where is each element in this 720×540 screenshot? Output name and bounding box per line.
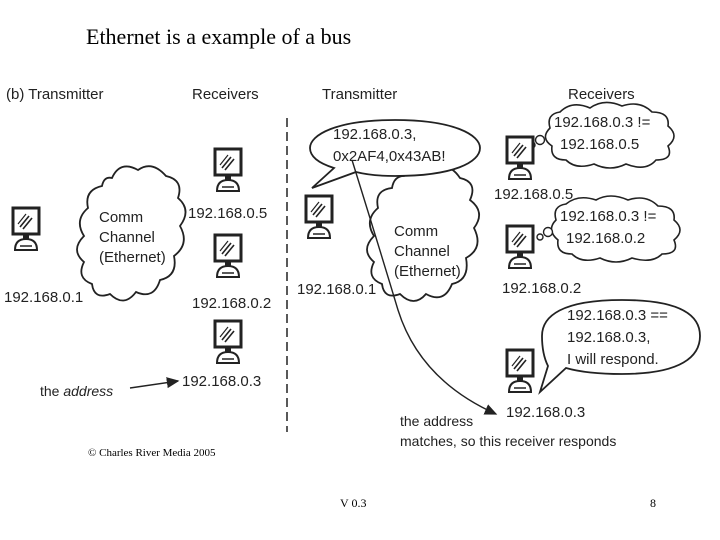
left-transmitter-computer [11, 206, 41, 252]
transmit-bubble-line-1: 192.168.0.3, [333, 126, 417, 143]
slide-title: Ethernet is a example of a bus [86, 24, 352, 49]
thought-bubble-2-text: 192.168.0.3 != 192.168.0.2 [560, 206, 656, 250]
right-cloud-line-2: Channel [394, 243, 450, 260]
right-receiver-computer-1 [505, 135, 535, 181]
right-transmitter-header: Transmitter [322, 86, 398, 103]
match-arrow [351, 159, 498, 415]
left-receiver-ip-2: 192.168.0.2 [192, 295, 272, 312]
match-note-line-1: the address [400, 413, 474, 429]
left-receiver-ip-1: 192.168.0.5 [188, 205, 268, 222]
right-receiver-ip-3: 192.168.0.3 [506, 404, 586, 421]
left-cloud-line-3: (Ethernet) [99, 249, 166, 266]
thought-bubble-2 [550, 195, 681, 263]
respond-speech-bubble [538, 299, 701, 395]
respond-line-2: 192.168.0.3, [567, 329, 651, 346]
transmit-bubble-text: 192.168.0.3, 0x2AF4,0x43AB! [333, 124, 446, 168]
thought-bubble-1-text: 192.168.0.3 != 192.168.0.5 [554, 112, 650, 156]
right-transmitter-computer [304, 194, 334, 240]
match-note: the address matches, so this receiver re… [400, 411, 616, 451]
right-receiver-ip-2: 192.168.0.2 [502, 280, 582, 297]
left-cloud-label: Comm Channel (Ethernet) [99, 208, 166, 268]
left-receiver-computer-3 [213, 319, 243, 365]
thought-1-line-2: 192.168.0.5 [560, 136, 640, 153]
left-receiver-computer-2 [213, 233, 243, 279]
transmit-bubble-line-2: 0x2AF4,0x43AB! [333, 148, 446, 165]
left-transmitter-ip: 192.168.0.1 [4, 289, 84, 306]
thought-2-line-1: 192.168.0.3 != [560, 208, 657, 225]
respond-bubble-text: 192.168.0.3 == 192.168.0.3, I will respo… [567, 305, 668, 371]
right-receiver-computer-2 [505, 224, 535, 270]
match-note-line-2: matches, so this receiver responds [400, 433, 617, 449]
respond-line-1: 192.168.0.3 == [567, 307, 668, 324]
right-receivers-header: Receivers [568, 86, 635, 103]
version-label: V 0.3 [340, 496, 367, 510]
address-note: the address [40, 383, 113, 399]
left-cloud-line-1: Comm [99, 209, 144, 226]
page-number: 8 [650, 496, 656, 510]
address-arrow [129, 377, 180, 389]
address-note-prefix: the [40, 383, 64, 399]
right-receiver-ip-1: 192.168.0.5 [494, 186, 574, 203]
copyright-text: © Charles River Media 2005 [88, 447, 216, 459]
right-transmitter-ip: 192.168.0.1 [297, 281, 377, 298]
right-cloud-line-3: (Ethernet) [394, 263, 461, 280]
thought-2-line-2: 192.168.0.2 [566, 230, 646, 247]
left-cloud-line-2: Channel [99, 229, 155, 246]
left-receiver-computer-1 [213, 147, 243, 193]
thought-bubble-1 [544, 101, 675, 169]
right-cloud-line-1: Comm [394, 223, 439, 240]
left-transmitter-header: (b) Transmitter [6, 86, 104, 103]
address-note-emphasis: address [63, 383, 114, 399]
right-receiver-computer-3 [505, 348, 535, 394]
right-cloud [366, 165, 480, 302]
left-cloud [76, 165, 187, 302]
left-receivers-header: Receivers [192, 86, 259, 103]
transmit-speech-bubble [309, 119, 481, 189]
respond-line-3: I will respond. [567, 351, 659, 368]
right-cloud-label: Comm Channel (Ethernet) [394, 222, 461, 282]
thought-1-line-1: 192.168.0.3 != [554, 114, 651, 131]
left-receiver-ip-3: 192.168.0.3 [182, 373, 262, 390]
